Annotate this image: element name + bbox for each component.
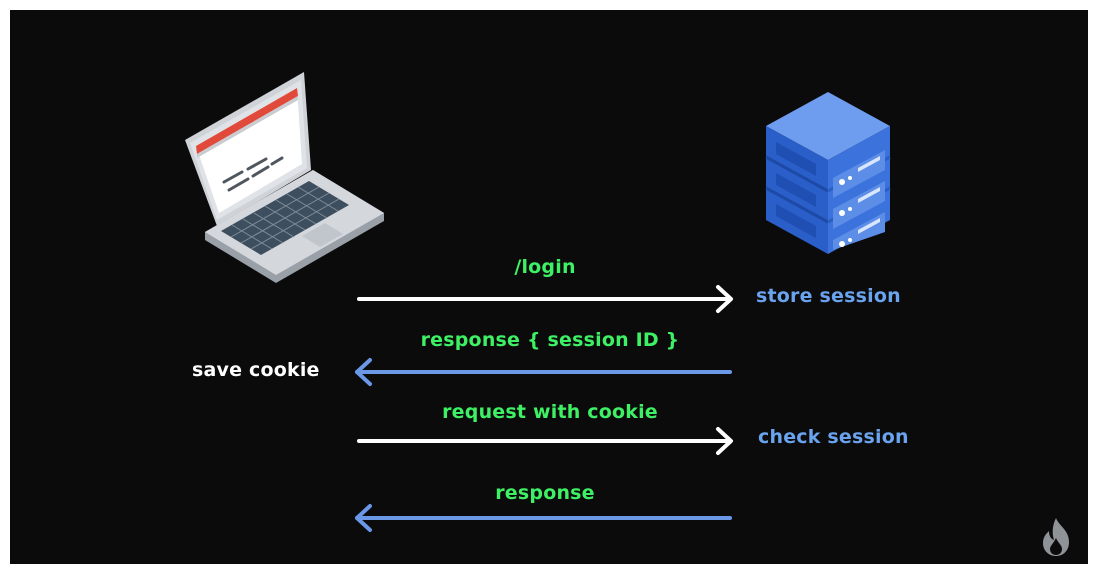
- server-icon: [765, 92, 891, 254]
- session-id-response-arrow: [355, 358, 732, 386]
- check-session-label: check session: [758, 426, 909, 448]
- session-response-label: response { session ID }: [420, 329, 680, 351]
- response-step-label: response: [495, 482, 595, 504]
- cookie-request-arrow: [357, 427, 733, 455]
- diagram-canvas: /login store session response { session …: [10, 10, 1088, 564]
- flame-logo-icon: [1043, 518, 1069, 556]
- cookie-request-label: request with cookie: [442, 401, 658, 423]
- store-session-label: store session: [756, 285, 901, 307]
- arrows-layer: [355, 285, 733, 532]
- login-request-arrow: [357, 285, 733, 313]
- login-step-label: /login: [514, 256, 576, 278]
- final-response-arrow: [355, 504, 732, 532]
- laptop-icon: [185, 72, 384, 283]
- save-cookie-label: save cookie: [192, 359, 320, 381]
